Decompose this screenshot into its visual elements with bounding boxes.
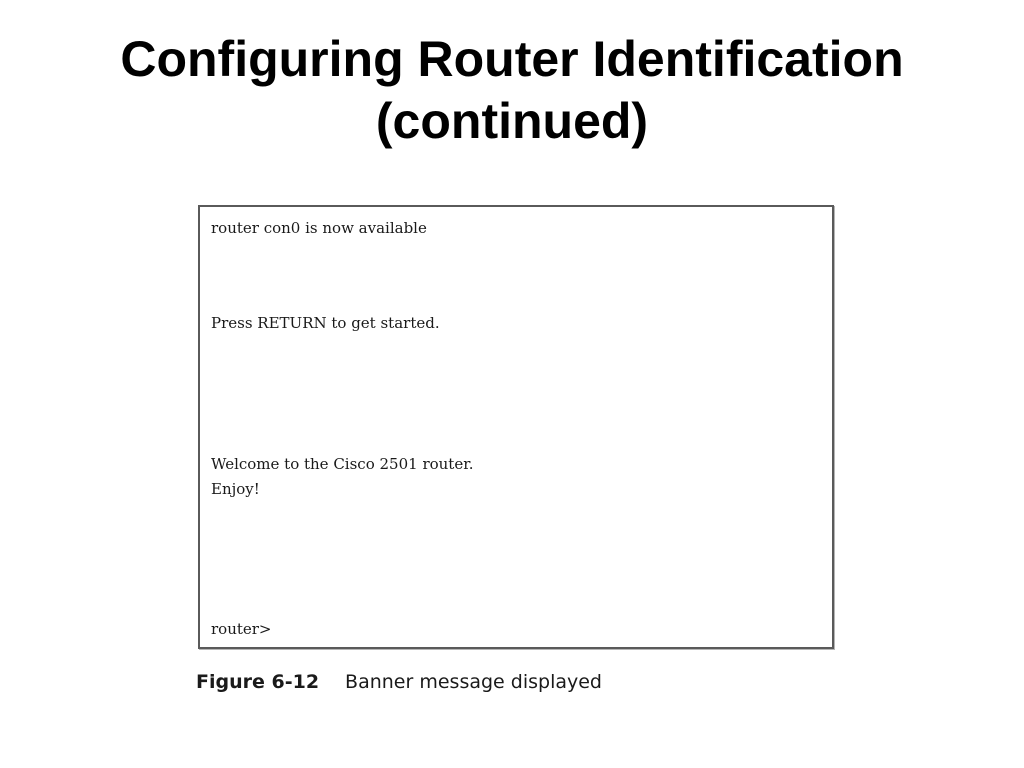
figure-caption-text: Banner message displayed (345, 671, 602, 693)
slide-title-line-1: Configuring Router Identification (120, 31, 904, 87)
figure-caption: Figure 6-12 Banner message displayed (196, 671, 602, 693)
console-line-available: router con0 is now available (211, 219, 427, 237)
slide-title-line-2: (continued) (375, 93, 649, 149)
console-line-press-return: Press RETURN to get started. (211, 314, 440, 332)
console-screenshot: router con0 is now available Press RETUR… (198, 205, 834, 649)
slide-title: Configuring Router Identification (conti… (0, 28, 1024, 152)
console-line-enjoy: Enjoy! (211, 480, 260, 498)
console-line-welcome: Welcome to the Cisco 2501 router. (211, 455, 474, 473)
console-line-prompt: router> (211, 620, 272, 638)
figure-number: Figure 6-12 (196, 671, 320, 693)
